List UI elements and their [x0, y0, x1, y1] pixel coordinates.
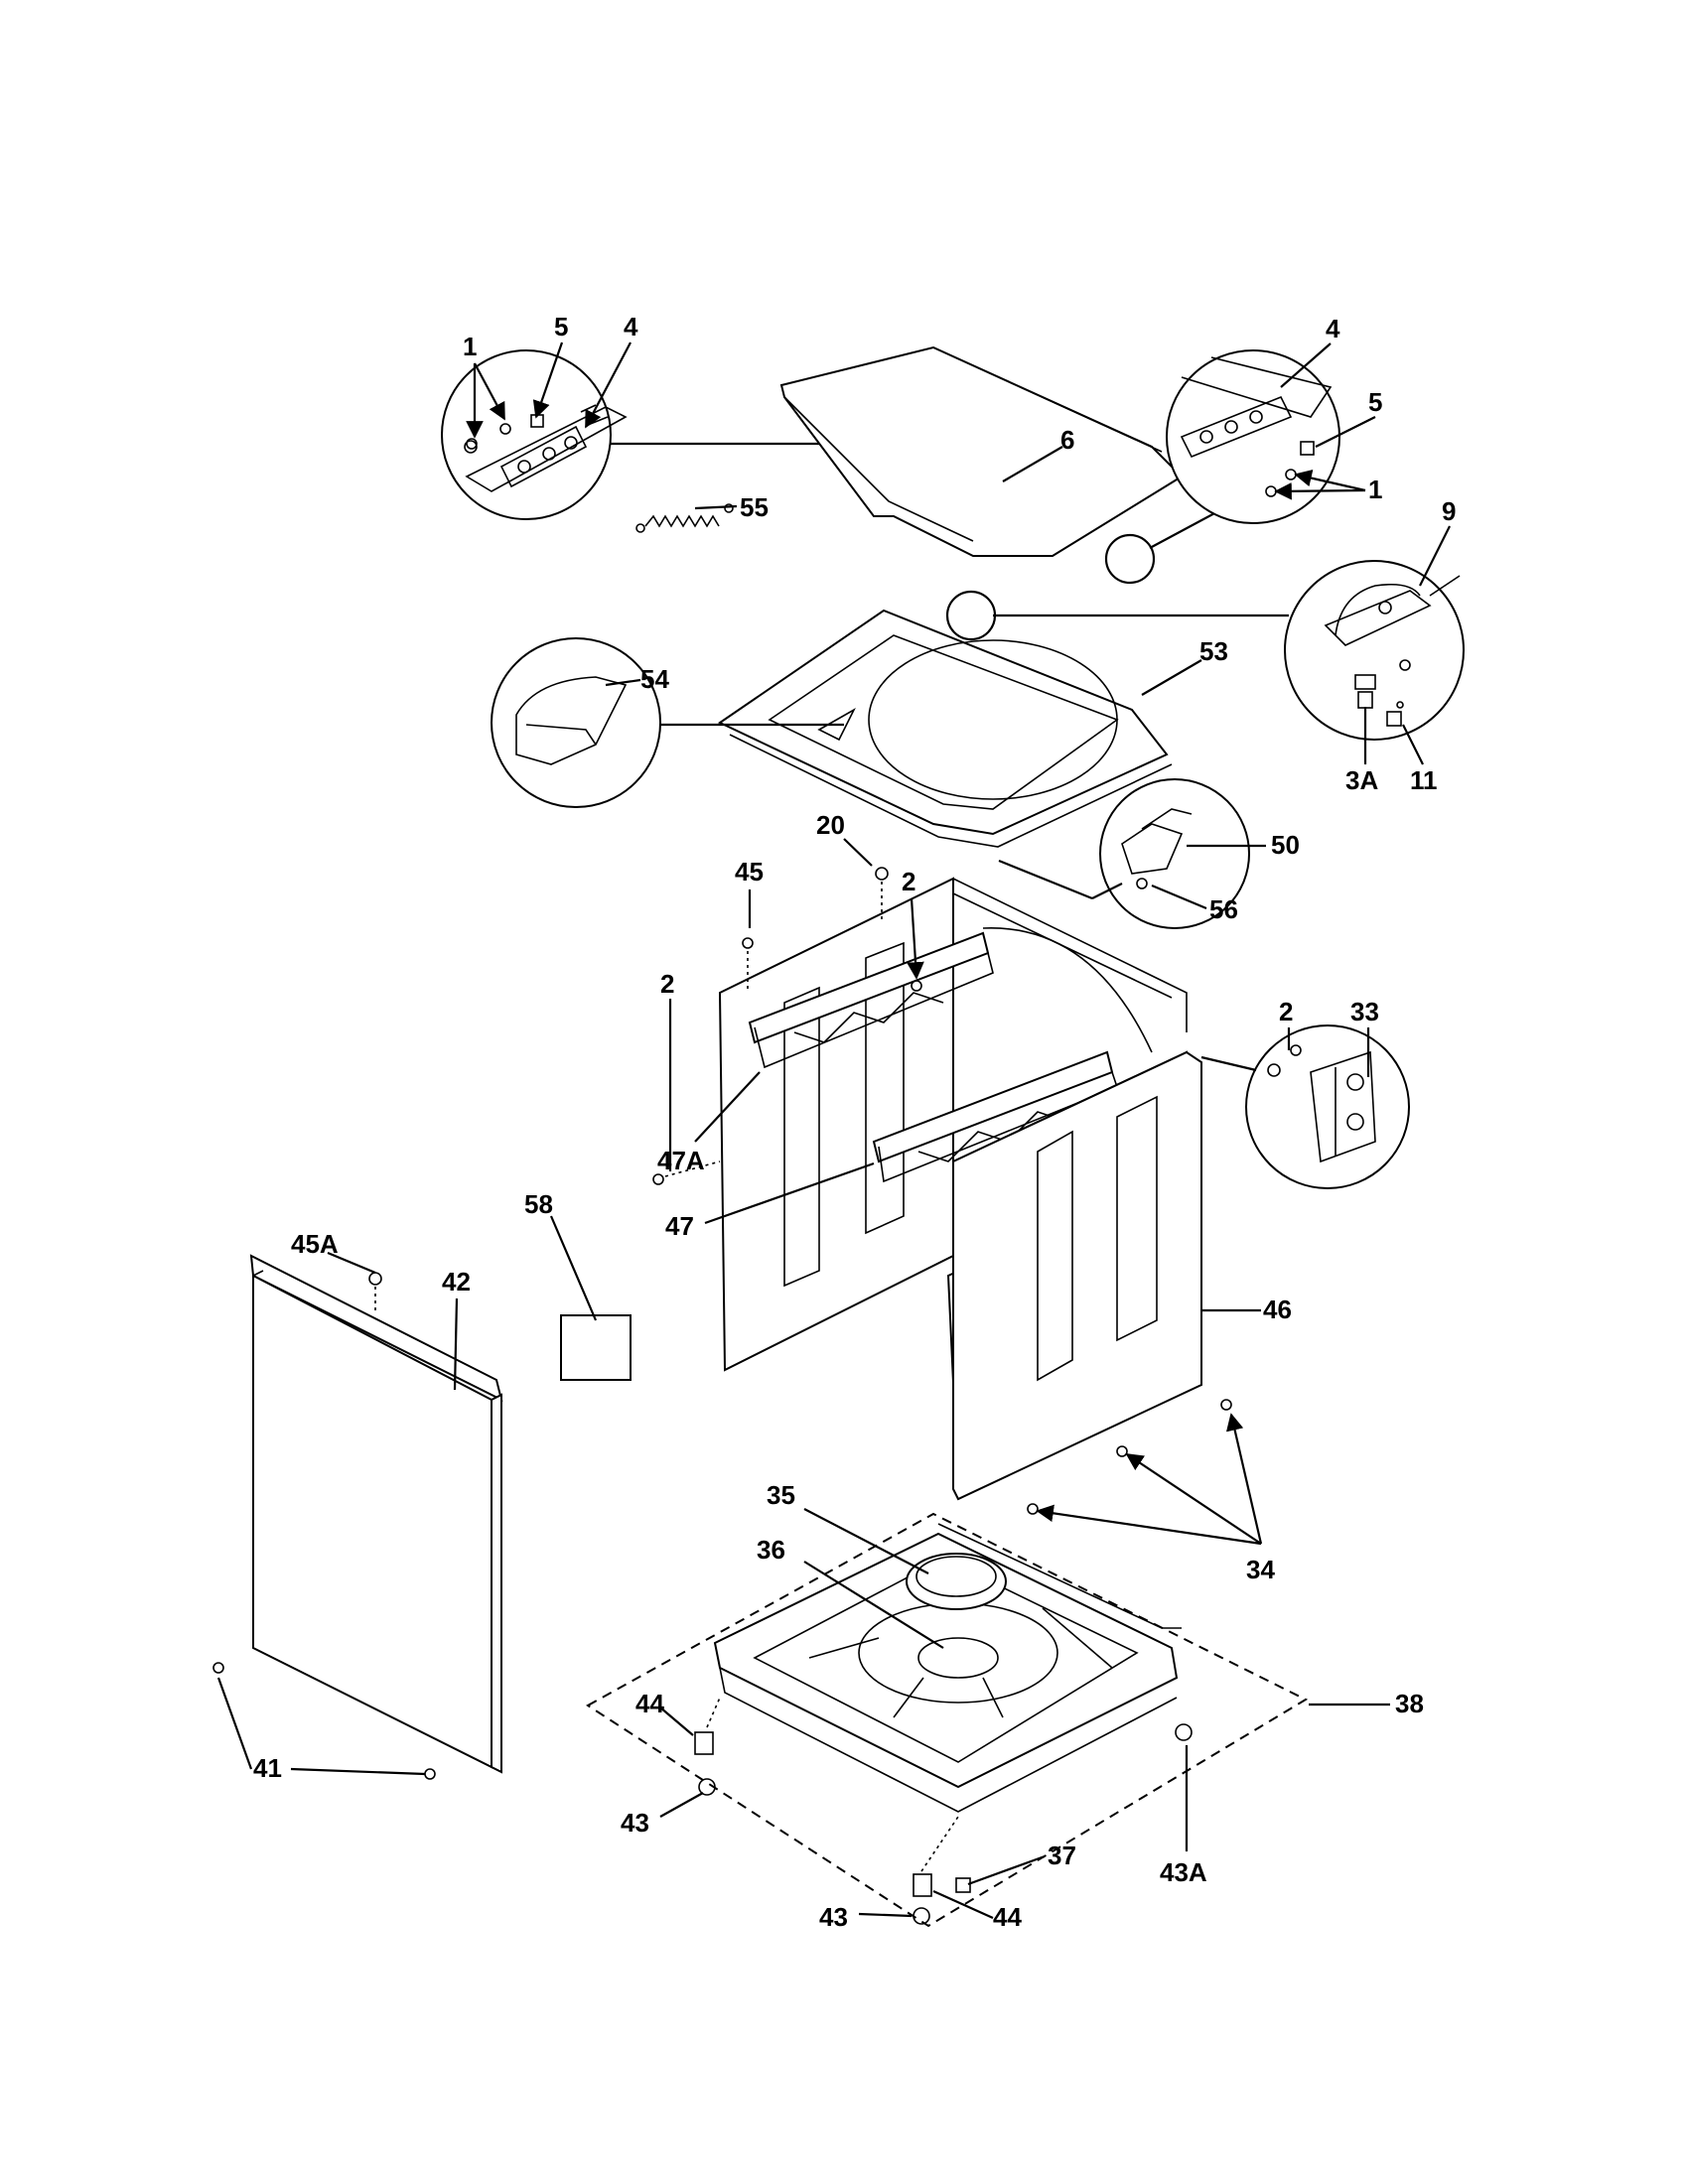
label-2-left: 2 [660, 969, 674, 999]
label-11: 11 [1410, 765, 1438, 795]
label-56: 56 [1209, 894, 1238, 924]
label-35: 35 [767, 1480, 795, 1510]
label-6: 6 [1060, 425, 1074, 455]
spring-part [635, 503, 734, 533]
label-58: 58 [524, 1189, 553, 1219]
label-41: 41 [253, 1753, 282, 1783]
fasteners [212, 438, 1404, 1925]
label-2-mid: 2 [902, 867, 915, 896]
label-36: 36 [757, 1535, 785, 1565]
label-43-left: 43 [621, 1808, 649, 1838]
label-2-right: 2 [1279, 997, 1293, 1026]
hinge-detail-left [441, 349, 628, 520]
assembly-guides [374, 882, 959, 1872]
label-45: 45 [735, 857, 764, 887]
callout-labels: 1 5 4 6 55 4 5 1 9 3A 11 53 54 20 2 45 2… [253, 312, 1456, 1932]
cabinet-back-panel [718, 877, 1188, 1372]
label-3A: 3A [1345, 765, 1378, 795]
hinge-detail-9 [1284, 560, 1465, 741]
lid-panel [779, 345, 1184, 557]
front-panel [249, 1254, 503, 1774]
label-53: 53 [1199, 636, 1228, 666]
side-panel [946, 1050, 1202, 1501]
label-44-bottom: 44 [993, 1902, 1022, 1932]
label-42: 42 [442, 1267, 471, 1297]
hinge-detail-right [1166, 349, 1340, 524]
label-1-topright: 1 [1368, 475, 1382, 504]
label-37: 37 [1048, 1841, 1076, 1870]
label-38: 38 [1395, 1689, 1424, 1718]
label-34: 34 [1246, 1555, 1275, 1584]
label-1-topleft: 1 [463, 332, 477, 361]
hinge-detail-33 [1245, 1024, 1410, 1189]
label-33: 33 [1350, 997, 1379, 1026]
label-47A: 47A [657, 1146, 705, 1175]
label-9: 9 [1442, 496, 1456, 526]
label-45A: 45A [291, 1229, 339, 1259]
label-47: 47 [665, 1211, 694, 1241]
label-55: 55 [740, 492, 769, 522]
top-cover [717, 609, 1173, 848]
label-50: 50 [1271, 830, 1300, 860]
label-4-topleft: 4 [624, 312, 638, 341]
label-5-topleft: 5 [554, 312, 568, 341]
label-43A: 43A [1160, 1857, 1207, 1887]
label-20: 20 [816, 810, 845, 840]
label-43-bottom: 43 [819, 1902, 848, 1932]
switch-detail [1099, 778, 1250, 929]
label-46: 46 [1263, 1295, 1292, 1324]
label-sticker [560, 1314, 632, 1381]
base-assembly [586, 1512, 1309, 1928]
label-44-left: 44 [635, 1689, 664, 1718]
cross-braces [748, 931, 1118, 1183]
label-4-topright: 4 [1326, 314, 1340, 343]
dispenser-detail [491, 637, 661, 808]
label-5-topright: 5 [1368, 387, 1382, 417]
label-54: 54 [640, 664, 669, 694]
leader-lines [216, 341, 1451, 1920]
